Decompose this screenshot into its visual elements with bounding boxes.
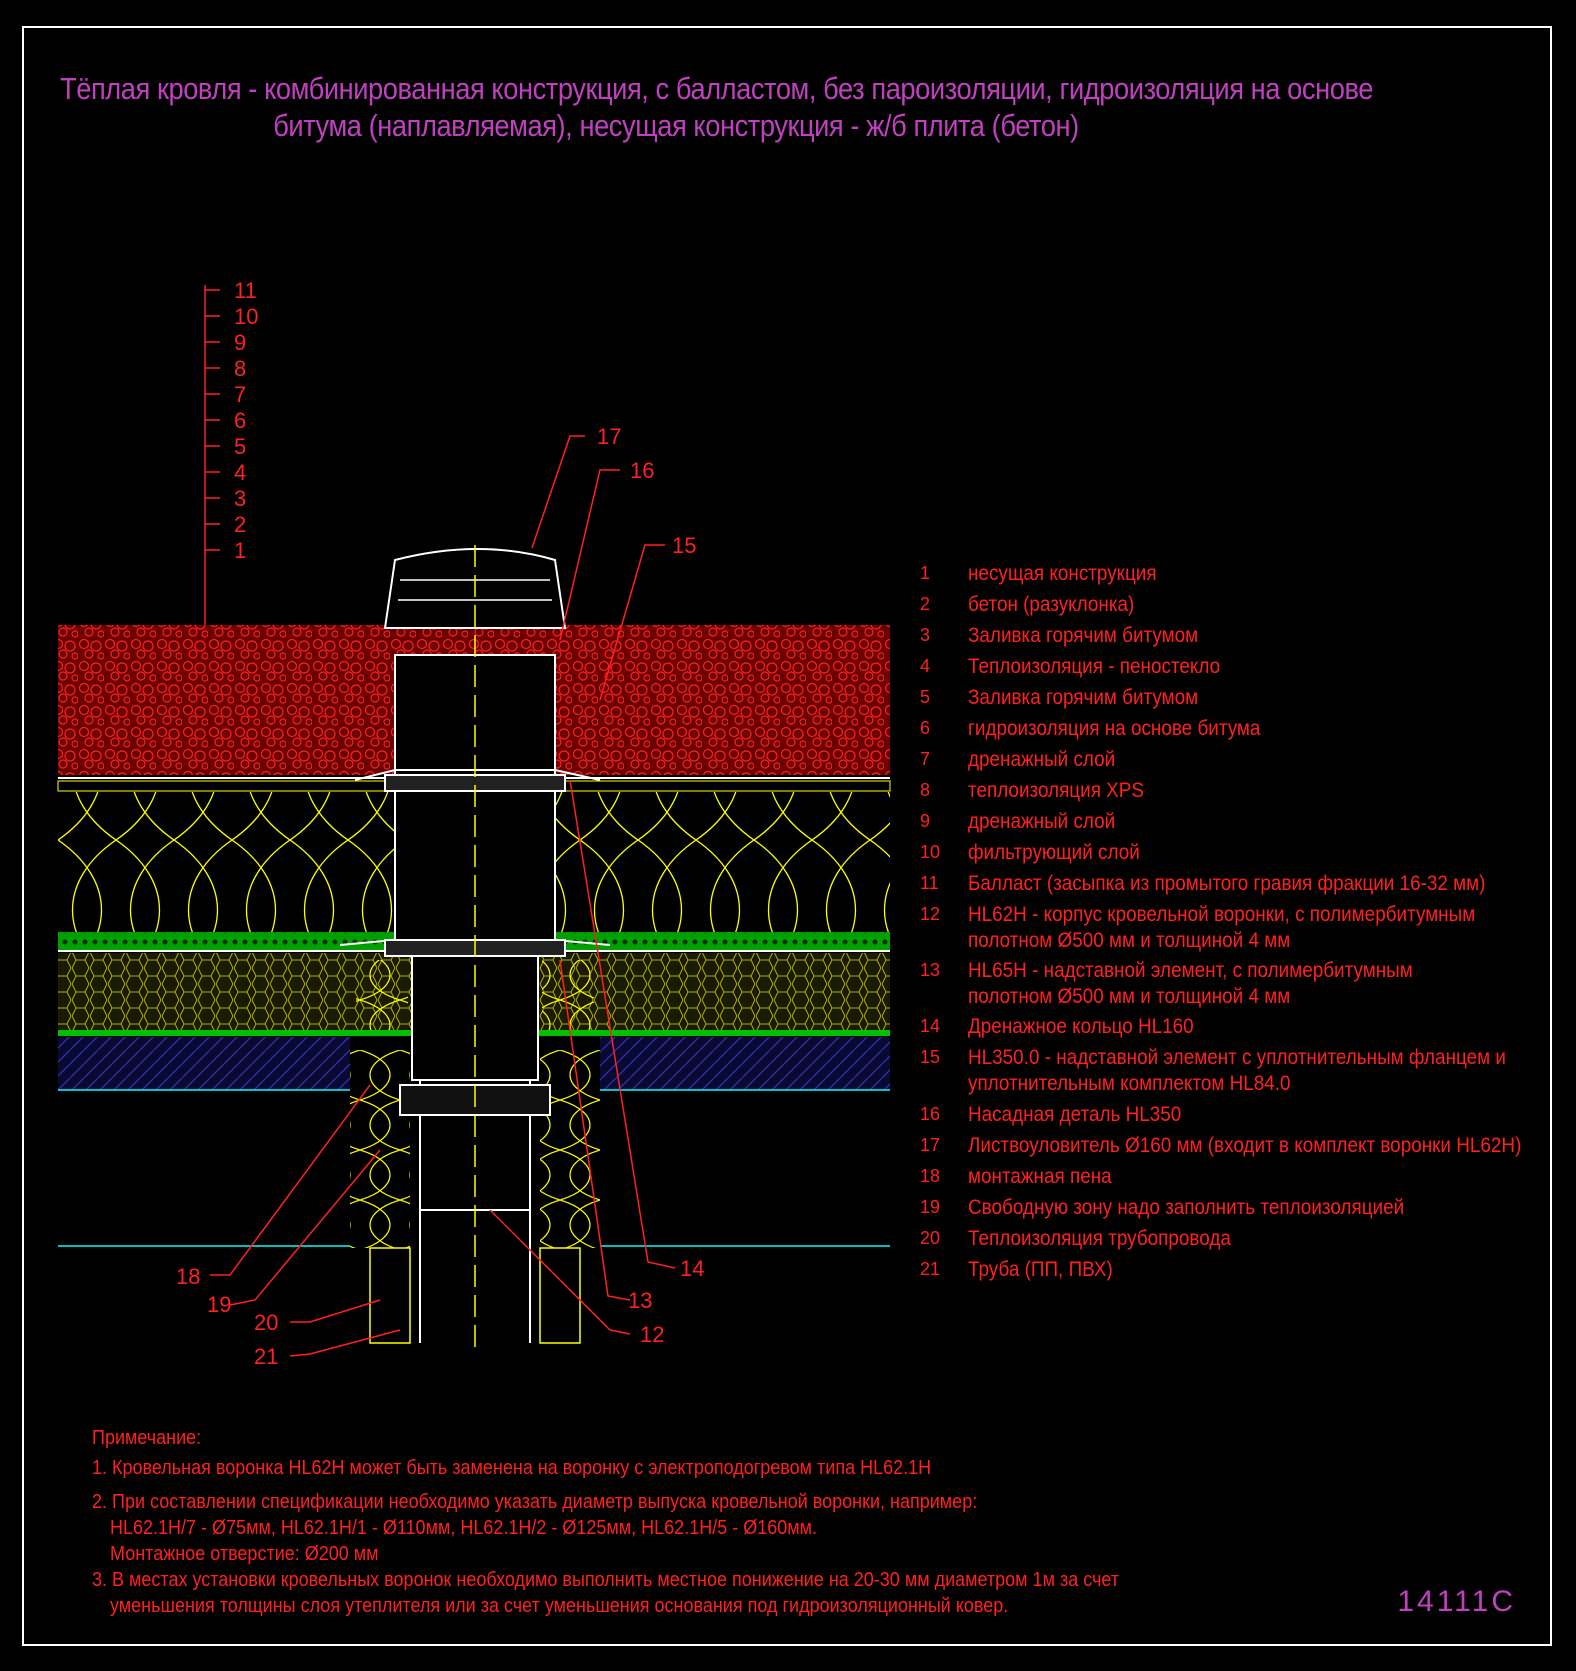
notes-block: Примечание: 1. Кровельная воронка HL62H … (92, 1425, 1233, 1619)
note-line: 3. В местах установки кровельных воронок… (92, 1569, 1120, 1591)
callout-16: 16 (630, 458, 654, 483)
scale-label-11: 11 (234, 278, 257, 303)
layer-scale: 11 10 9 8 7 6 5 4 3 2 1 (204, 278, 258, 625)
notes-heading: Примечание: (92, 1427, 202, 1449)
drawing-code: 14111C (1397, 1585, 1516, 1618)
scale-label-4: 4 (234, 460, 246, 485)
scale-label-2: 2 (234, 512, 246, 537)
scale-label-3: 3 (234, 486, 246, 511)
scale-label-7: 7 (234, 382, 246, 407)
scale-label-9: 9 (234, 330, 246, 355)
callout-17: 17 (597, 424, 621, 449)
callout-leaders (210, 435, 676, 1357)
drawing-frame (22, 26, 1552, 1646)
leader-13 (559, 959, 631, 1301)
scale-label-6: 6 (234, 408, 246, 433)
pipe-insulation-lower-right (539, 1247, 581, 1344)
callout-18: 18 (176, 1264, 200, 1289)
pipe-insulation-right (540, 1050, 600, 1248)
scale-label-5: 5 (234, 434, 246, 459)
callout-19: 19 (207, 1292, 231, 1317)
drawing-title: Тёплая кровля - комбинированная конструк… (60, 70, 1373, 144)
scale-label-10: 10 (234, 304, 258, 329)
legend-item: полотном Ø500 мм и толщиной 4 мм (968, 985, 1291, 1008)
pipe-insulation-lower-left (369, 1247, 411, 1344)
leader-20 (290, 1299, 381, 1323)
leader-19 (229, 1149, 381, 1306)
scale-label-8: 8 (234, 356, 246, 381)
callout-15: 15 (672, 533, 696, 558)
callout-21: 21 (254, 1344, 278, 1369)
note-line: HL62.1H/7 - Ø75мм, HL62.1H/1 - Ø110мм, H… (110, 1517, 817, 1539)
leader-21 (289, 1329, 401, 1357)
callout-14: 14 (680, 1256, 704, 1281)
mounting-foam-left (356, 960, 408, 1030)
leader-17 (531, 435, 585, 549)
note-line: Монтажное отверстие: Ø200 мм (110, 1543, 379, 1565)
leader-12 (489, 1209, 631, 1335)
legend-item: уплотнительным комплектом HL84.0 (968, 1072, 1291, 1095)
callout-12: 12 (640, 1322, 664, 1347)
title-line-2: битума (наплавляемая), несущая конструкц… (273, 108, 1079, 143)
note-line: 2. При составлении спецификации необходи… (92, 1491, 978, 1513)
callout-13: 13 (628, 1288, 652, 1313)
pipe-insulation-left (350, 1050, 410, 1248)
leader-16 (559, 469, 620, 641)
callout-20: 20 (254, 1310, 278, 1335)
legend-item: полотном Ø500 мм и толщиной 4 мм (968, 929, 1291, 952)
leader-15 (599, 544, 665, 701)
note-line: уменьшения толщины слоя утеплителя или з… (110, 1595, 1009, 1617)
leader-18 (210, 1084, 371, 1276)
note-line: 1. Кровельная воронка HL62H может быть з… (92, 1457, 932, 1479)
title-line-1: Тёплая кровля - комбинированная конструк… (60, 71, 1373, 106)
leader-14 (569, 779, 676, 1269)
scale-label-1: 1 (234, 538, 246, 563)
